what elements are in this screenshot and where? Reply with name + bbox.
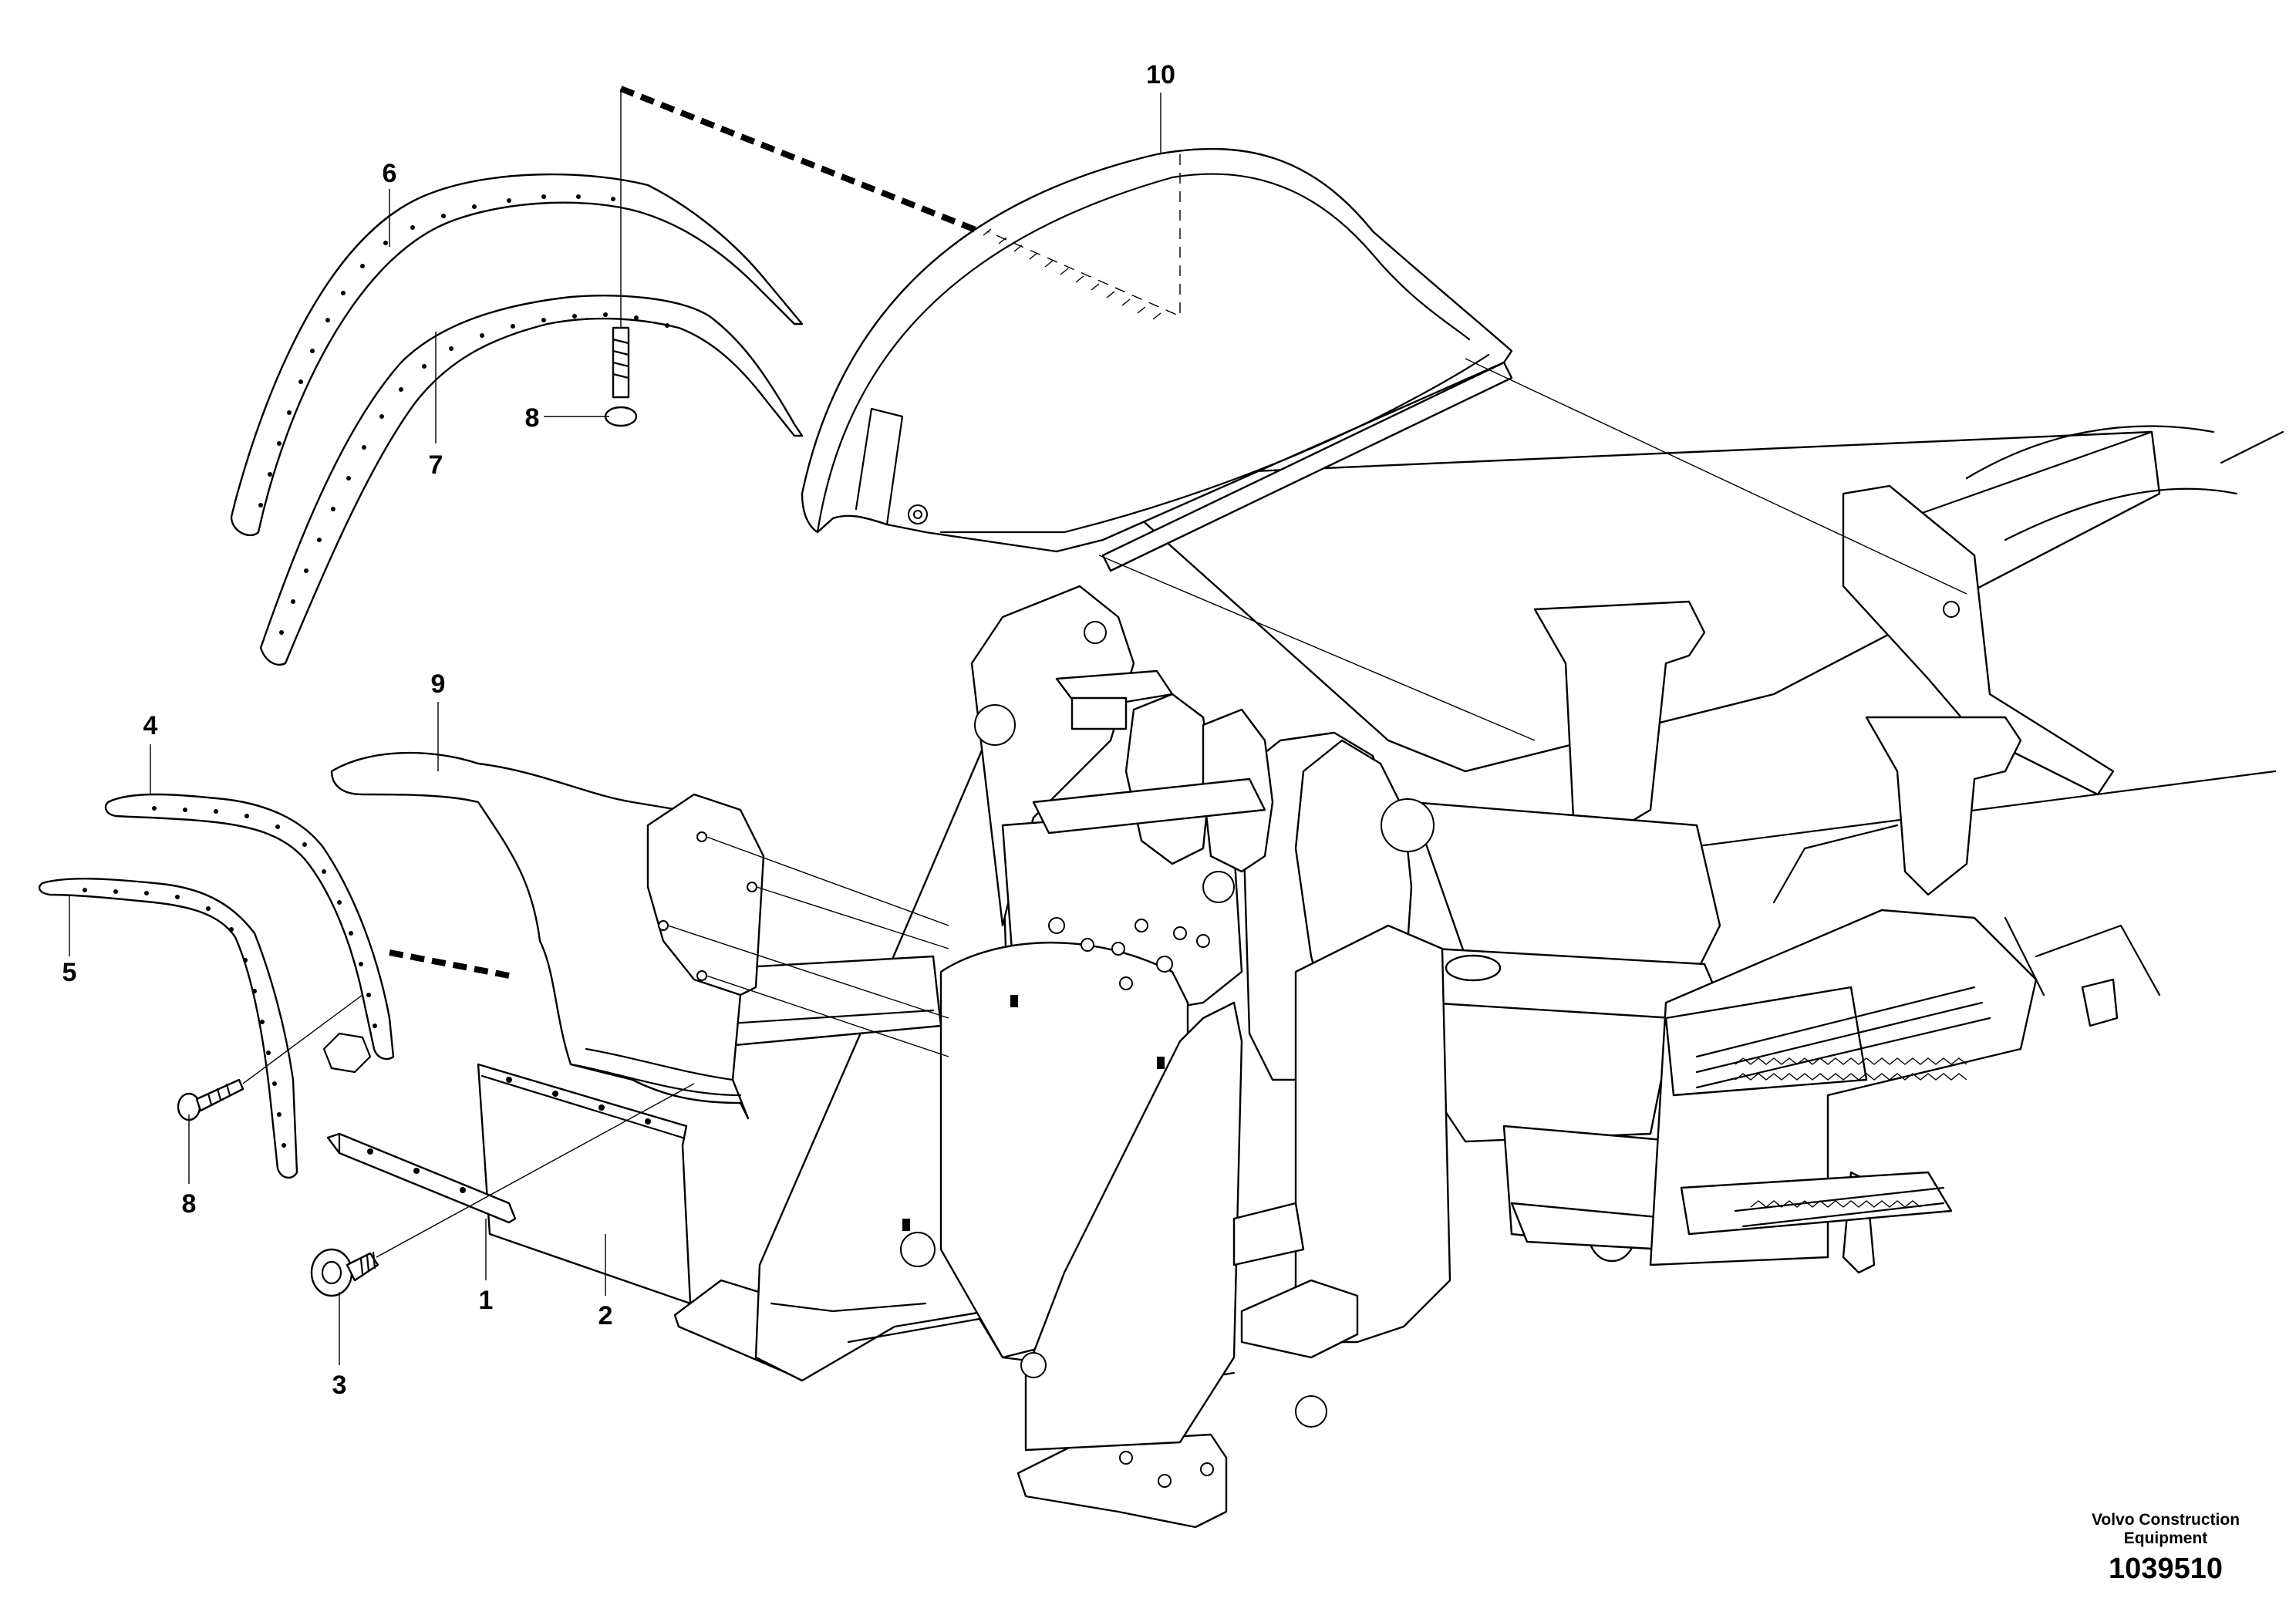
- callout-2: 2: [598, 1301, 613, 1330]
- frame-holes: [900, 704, 1327, 1488]
- part-9-fender: [330, 751, 949, 1120]
- drawing-number: 1039510: [2109, 1553, 2223, 1585]
- callout-7: 7: [429, 450, 443, 480]
- callout-1: 1: [479, 1286, 494, 1315]
- callout-8-upper: 8: [525, 403, 540, 433]
- callout-4: 4: [143, 711, 158, 740]
- strip-6-rivets: [258, 194, 615, 508]
- callout-labels: 10 6 7 8 9 4 5 8 1 2 3: [62, 60, 1175, 1400]
- screw-3: [310, 1083, 695, 1297]
- callout-9: 9: [431, 669, 446, 699]
- callout-3: 3: [332, 1371, 347, 1400]
- company-line-2: Equipment: [2124, 1529, 2208, 1547]
- part-4-strip: [104, 793, 395, 1074]
- machine-frame: [1094, 425, 2284, 1274]
- callout-8-lower: 8: [182, 1189, 197, 1219]
- strip-5-rivets: [83, 888, 286, 1148]
- strip-4-rivets: [152, 806, 377, 1028]
- part-7-strip: [259, 295, 804, 666]
- company-line-1: Volvo Construction: [2092, 1511, 2240, 1529]
- screw-8-upper: [604, 89, 638, 427]
- front-frame: [662, 585, 1451, 1529]
- dashed-leader-lower: [389, 949, 510, 979]
- strip-7-rivets: [279, 312, 669, 635]
- callout-10: 10: [1146, 60, 1175, 89]
- part-10-cover: [801, 147, 1967, 741]
- callout-5: 5: [62, 958, 77, 987]
- part-6-strip: [230, 173, 804, 537]
- part-1-clampstrip: [326, 1132, 517, 1224]
- screw-8-lower: [177, 994, 363, 1121]
- part-5-strip: [38, 878, 298, 1179]
- callout-leaders: [69, 93, 1161, 1365]
- footer: Volvo Construction Equipment 1039510: [2092, 1511, 2240, 1585]
- callout-6: 6: [383, 159, 397, 188]
